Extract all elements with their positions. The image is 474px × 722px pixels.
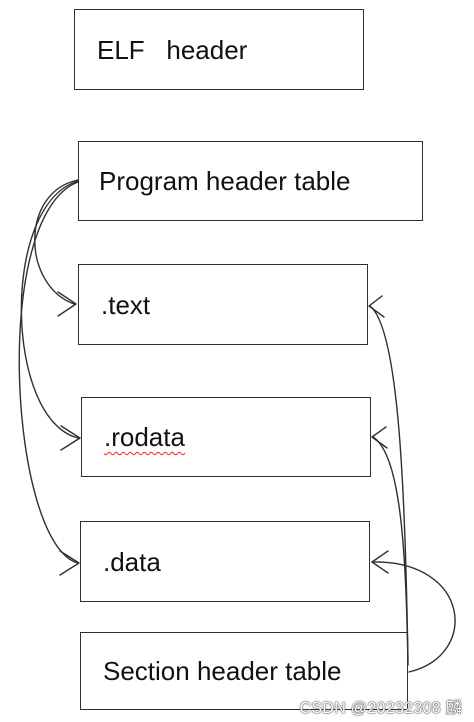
program-header-table-box: Program header table [78,141,423,221]
sht-to-text-arrow [369,305,409,661]
pht-to-text-arrowhead [57,291,77,317]
section-header-table-box: Section header table [80,632,408,710]
elf-header-box: ELF header [74,9,364,90]
pht-to-data-arrow [18,181,79,564]
elf-header-label: ELF header [97,34,248,65]
program-header-table-label: Program header table [99,166,351,196]
data-section-box: .data [80,521,370,602]
sht-to-rodata-arrowhead [371,426,388,449]
sht-to-rodata-arrow [372,436,409,666]
rodata-section-label: .rodata [104,422,185,452]
sht-to-text-arrowhead [368,295,385,318]
pht-to-rodata-arrow [20,180,79,439]
rodata-section-box: .rodata [81,397,371,477]
text-section-label: .text [101,289,151,320]
watermark: CSDN @20232308 麟 [299,700,462,717]
pht-to-rodata-arrowhead [60,425,81,451]
section-header-table-label: Section header table [103,656,342,686]
sht-to-data-arrowhead [371,550,389,574]
pht-to-text-arrow [34,179,79,305]
text-section-box: .text [78,264,368,345]
data-section-label: .data [103,546,161,577]
pht-to-data-arrowhead [59,550,80,576]
